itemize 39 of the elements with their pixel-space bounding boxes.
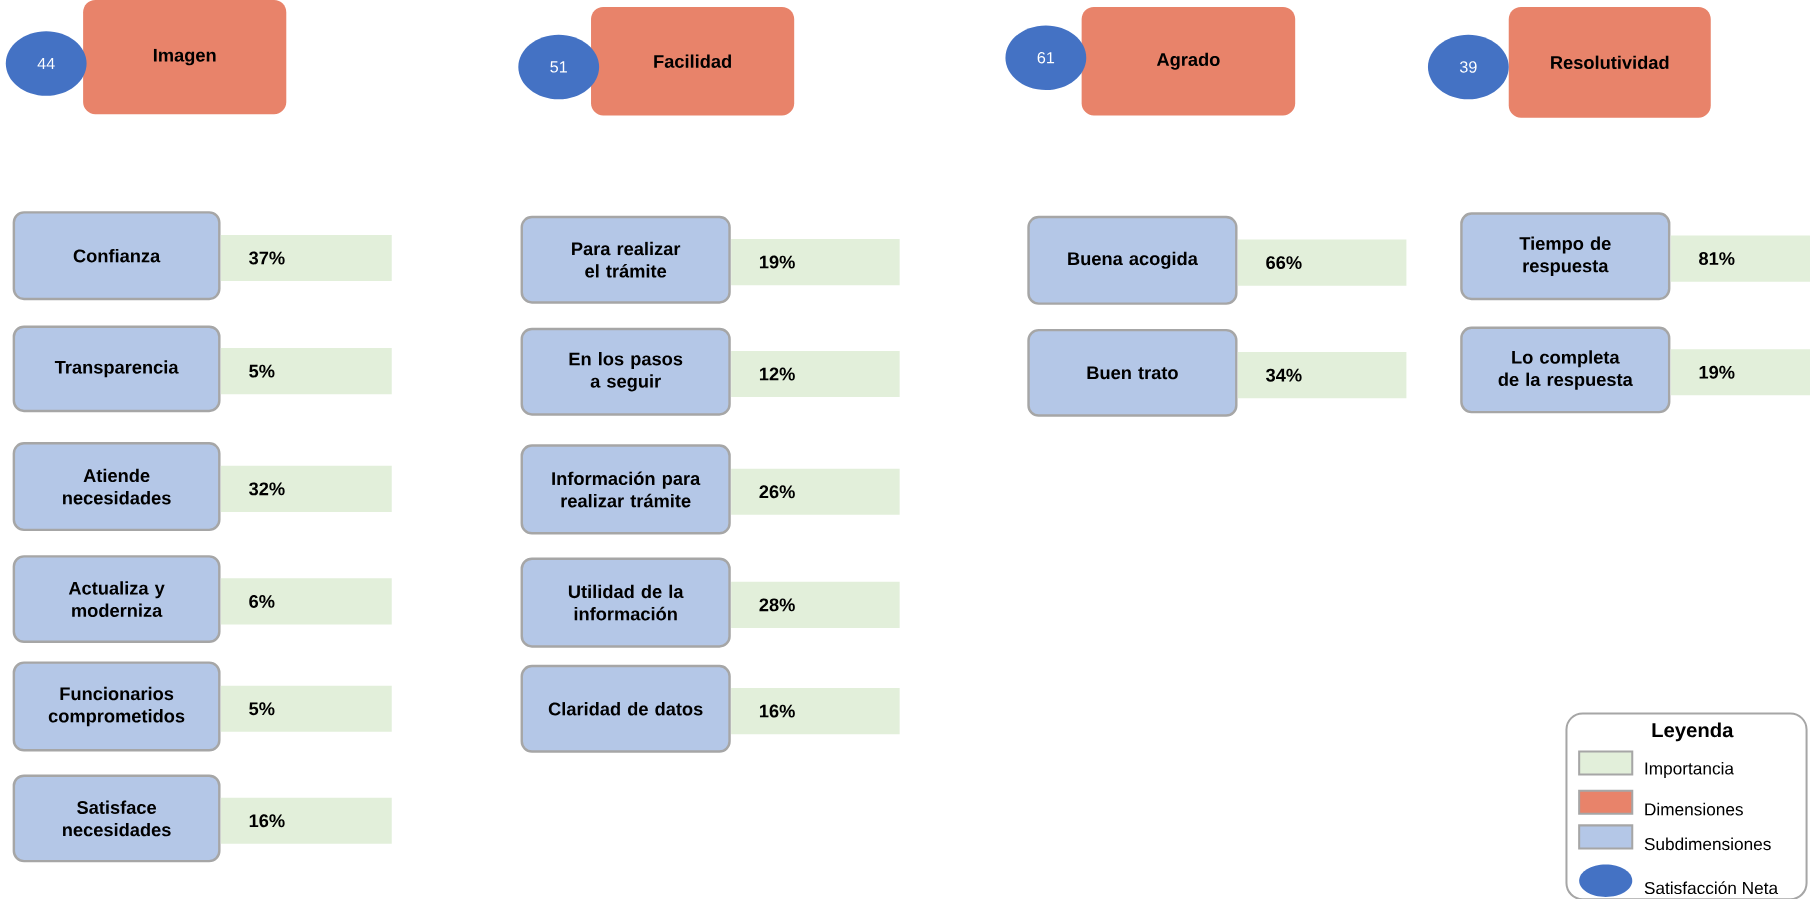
dimension-box: Resolutividad	[1508, 6, 1711, 118]
subdimension-box: Transparencia	[12, 325, 221, 413]
importance-bar: 26%	[731, 468, 900, 515]
subdimension-box: Tiempo de respuesta	[1460, 212, 1671, 301]
subdimension-box: Buen trato	[1027, 328, 1238, 417]
subdimension-box: Para realizar el trámite	[520, 215, 731, 304]
subdimension-box: Buena acogida	[1027, 215, 1238, 305]
importance-bar: 66%	[1237, 239, 1407, 286]
dimension-box: Facilidad	[591, 6, 795, 116]
importance-bar: 16%	[731, 687, 900, 735]
dimension-box: Imagen	[83, 0, 287, 115]
subdimension-box: Utilidad de la información	[520, 557, 731, 648]
subdimension-box: Información para realizar trámite	[520, 444, 731, 535]
importance-bar: 28%	[731, 581, 900, 628]
importance-bar: 5%	[220, 347, 392, 395]
subdimension-box: Atiende necesidades	[12, 441, 221, 531]
legend-label: Subdimensiones	[1644, 837, 1771, 851]
legend-label: Dimensiones	[1645, 802, 1743, 816]
legend-label: Importancia	[1645, 761, 1734, 778]
importance-bar: 19%	[731, 238, 900, 285]
subdimension-box: Actualiza y moderniza	[12, 555, 221, 643]
legend-label: Satisfacción Neta	[1644, 881, 1779, 894]
importance-bar: 5%	[220, 685, 392, 732]
subdimension-box: Claridad de datos	[520, 664, 731, 753]
subdimension-box: Confianza	[12, 211, 221, 301]
legend-title: Leyenda	[1652, 722, 1734, 742]
subdimension-box: Funcionarios comprometidos	[12, 661, 221, 752]
importance-bar: 6%	[220, 578, 392, 625]
importance-bar: 34%	[1237, 351, 1407, 399]
importance-bar: 32%	[220, 465, 392, 512]
importance-bar: 81%	[1670, 235, 1810, 282]
importance-bar: 19%	[1670, 349, 1810, 396]
importance-bar: 12%	[731, 350, 900, 397]
subdimension-box: Satisface necesidades	[12, 774, 221, 863]
importance-bar: 37%	[220, 234, 392, 281]
subdimension-box: Lo completa de la respuesta	[1460, 326, 1671, 414]
importance-bar: 16%	[220, 797, 392, 844]
dimension-box: Agrado	[1081, 6, 1296, 116]
subdimension-box: En los pasos a seguir	[520, 327, 731, 416]
